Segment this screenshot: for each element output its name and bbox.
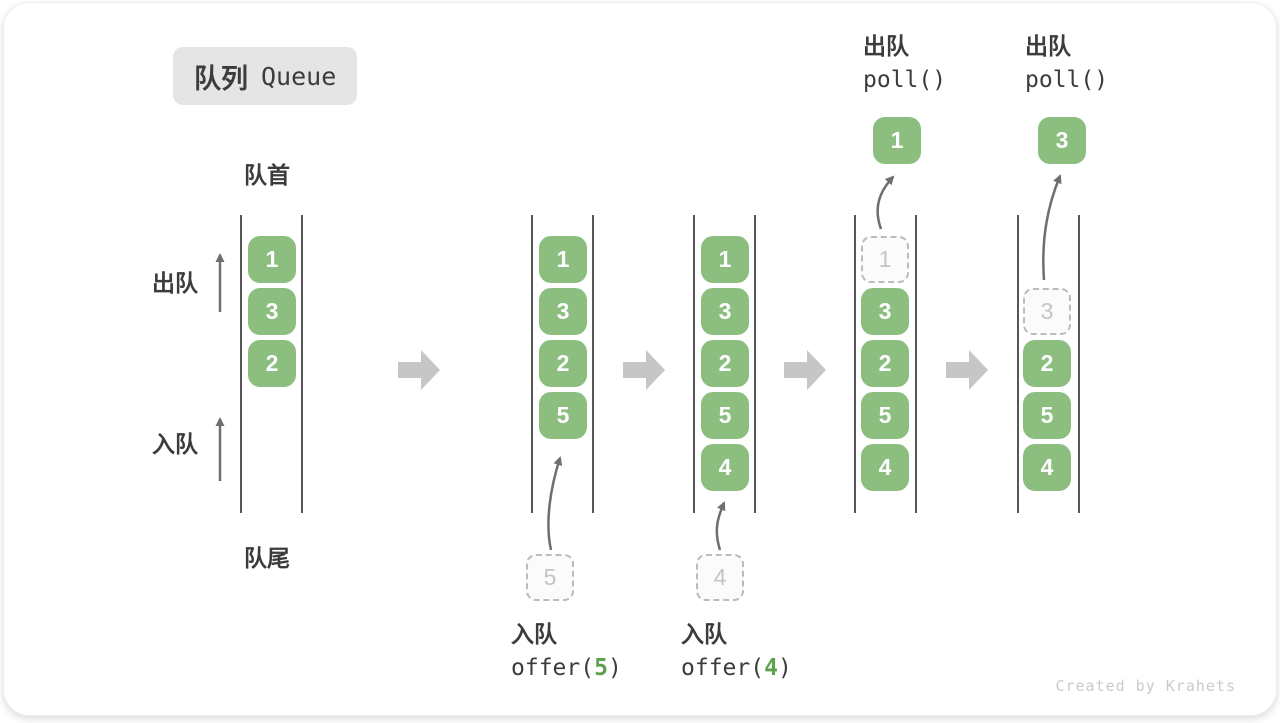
queue-item: 4 <box>1023 444 1071 491</box>
queue-diagram-card: 队列 Queue 队首 队尾 出队 入队 1 3 2 1 3 2 5 5 1 3… <box>3 2 1277 716</box>
queue-item: 1 <box>248 236 296 283</box>
queue-item: 5 <box>1023 392 1071 439</box>
queue-item: 2 <box>248 340 296 387</box>
queue-container-2 <box>531 215 594 513</box>
op-label-poll-1: 出队 poll() <box>863 29 946 97</box>
queue-item: 2 <box>539 340 587 387</box>
label-enqueue-side: 入队 <box>152 431 198 457</box>
op-name: 出队 <box>863 33 909 59</box>
label-dequeue-side: 出队 <box>152 270 198 296</box>
op-code: offer(5) <box>511 651 622 685</box>
title-zh: 队列 <box>194 63 248 94</box>
popped-item-1: 1 <box>873 117 921 164</box>
queue-item: 3 <box>861 288 909 335</box>
label-queue-rear: 队尾 <box>244 545 290 571</box>
state-transition-arrow-2 <box>623 350 665 390</box>
op-name: 出队 <box>1025 33 1071 59</box>
state-transition-arrow-3 <box>784 350 826 390</box>
queue-item: 5 <box>861 392 909 439</box>
queue-item: 2 <box>701 340 749 387</box>
op-code: poll() <box>1025 67 1109 93</box>
watermark-credit: Created by Krahets <box>1055 677 1236 695</box>
queue-item: 2 <box>861 340 909 387</box>
queue-item: 3 <box>539 288 587 335</box>
code-arg: 4 <box>764 655 778 681</box>
op-label-enqueue-4: 入队 offer(4) <box>681 617 792 685</box>
removed-item-slot-1: 1 <box>861 236 909 283</box>
incoming-item-5: 5 <box>526 554 574 601</box>
code-close: ) <box>777 655 792 681</box>
state-transition-arrow-1 <box>398 350 440 390</box>
label-queue-front: 队首 <box>244 162 290 188</box>
queue-item: 3 <box>701 288 749 335</box>
popped-item-3: 3 <box>1038 117 1086 164</box>
state-transition-arrow-4 <box>946 350 988 390</box>
queue-item: 5 <box>539 392 587 439</box>
incoming-item-4: 4 <box>696 554 744 601</box>
queue-item: 4 <box>861 444 909 491</box>
queue-container-5 <box>1017 215 1080 513</box>
queue-item: 5 <box>701 392 749 439</box>
op-label-enqueue-5: 入队 offer(5) <box>511 617 622 685</box>
queue-item: 1 <box>539 236 587 283</box>
queue-item: 3 <box>248 288 296 335</box>
op-code: poll() <box>863 67 947 93</box>
queue-container-3 <box>693 215 756 513</box>
op-name: 入队 <box>511 621 557 647</box>
queue-container-4 <box>854 215 917 513</box>
arrows-layer <box>215 174 1062 551</box>
code-open: offer( <box>681 655 765 681</box>
code-open: offer( <box>511 655 595 681</box>
op-label-poll-2: 出队 poll() <box>1025 29 1108 97</box>
title-en: Queue <box>261 61 337 91</box>
op-code: offer(4) <box>681 651 792 685</box>
diagram-title: 队列 Queue <box>173 47 358 105</box>
code-arg: 5 <box>594 655 608 681</box>
op-name: 入队 <box>681 621 727 647</box>
queue-container-1 <box>240 215 303 513</box>
removed-item-slot-3: 3 <box>1023 288 1071 335</box>
queue-item: 4 <box>701 444 749 491</box>
queue-item: 2 <box>1023 340 1071 387</box>
code-close: ) <box>607 655 622 681</box>
queue-item: 1 <box>701 236 749 283</box>
